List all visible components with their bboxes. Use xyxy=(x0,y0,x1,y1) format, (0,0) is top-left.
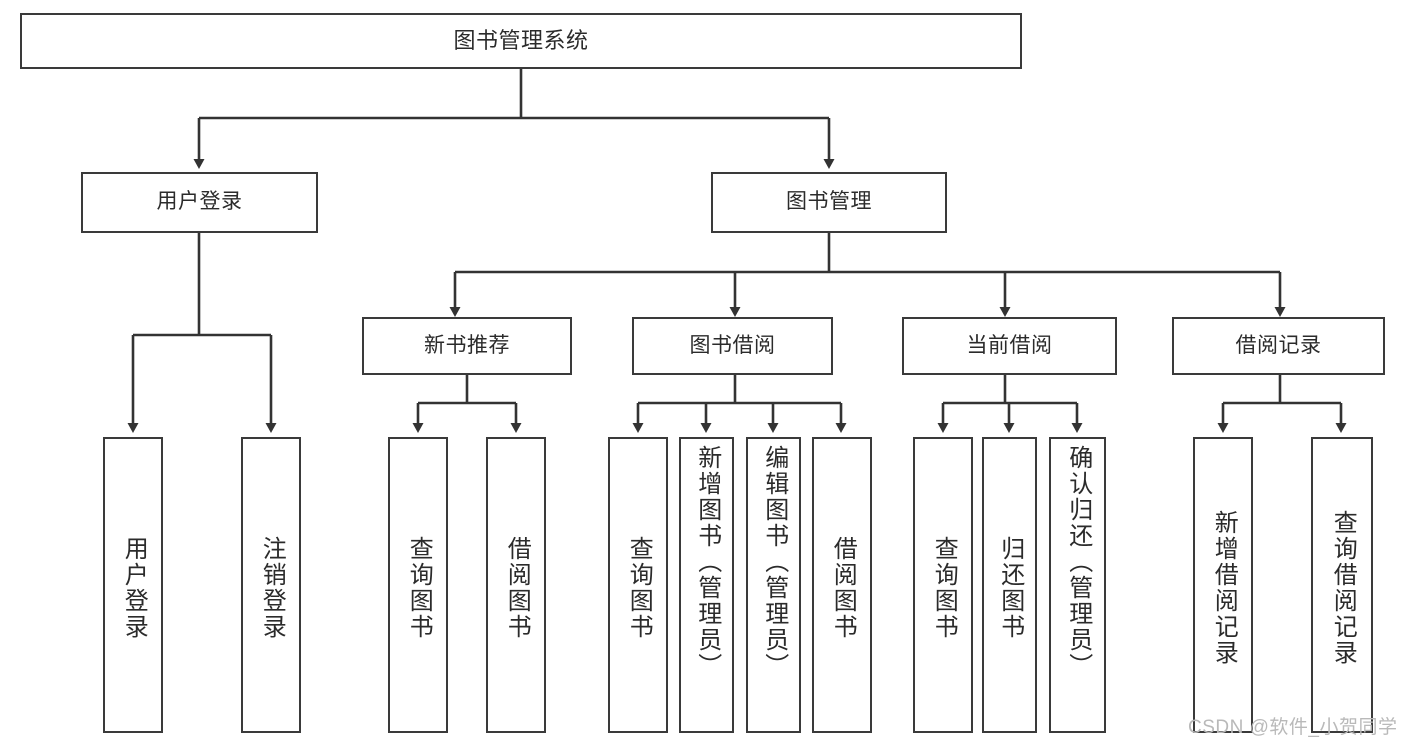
node-leaf-query-book-2[interactable]: 查询图书 xyxy=(608,437,668,733)
node-borrow-record-label: 借阅记录 xyxy=(1235,333,1322,357)
node-leaf-query-book-1[interactable]: 查询图书 xyxy=(388,437,448,733)
node-leaf-query-book-3[interactable]: 查询图书 xyxy=(913,437,973,733)
node-leaf-query-record-label: 查询借阅记录 xyxy=(1329,510,1357,666)
node-book-manage[interactable]: 图书管理 xyxy=(711,172,947,233)
node-leaf-user-login[interactable]: 用户登录 xyxy=(103,437,163,733)
node-leaf-add-record-label: 新增借阅记录 xyxy=(1210,510,1238,666)
node-leaf-add-record[interactable]: 新增借阅记录 xyxy=(1193,437,1253,733)
node-current-borrow-label: 当前借阅 xyxy=(966,333,1053,357)
node-leaf-borrow-book-1-label: 借阅图书 xyxy=(503,536,531,640)
node-leaf-confirm-return-label: 确认归还（管理员） xyxy=(1064,445,1092,679)
node-leaf-user-logout[interactable]: 注销登录 xyxy=(241,437,301,733)
node-leaf-return-book[interactable]: 归还图书 xyxy=(982,437,1037,733)
node-leaf-query-record[interactable]: 查询借阅记录 xyxy=(1311,437,1373,733)
node-leaf-edit-book-label: 编辑图书（管理员） xyxy=(760,445,788,679)
node-current-borrow[interactable]: 当前借阅 xyxy=(902,317,1117,375)
node-leaf-user-login-label: 用户登录 xyxy=(120,536,148,640)
node-new-book-rec-label: 新书推荐 xyxy=(424,333,510,357)
node-leaf-edit-book[interactable]: 编辑图书（管理员） xyxy=(746,437,801,733)
node-leaf-add-book-label: 新增图书（管理员） xyxy=(693,445,721,679)
node-leaf-borrow-book-2[interactable]: 借阅图书 xyxy=(812,437,872,733)
node-leaf-return-book-label: 归还图书 xyxy=(996,536,1024,640)
node-book-borrow[interactable]: 图书借阅 xyxy=(632,317,833,375)
node-leaf-user-logout-label: 注销登录 xyxy=(258,536,286,640)
node-book-manage-label: 图书管理 xyxy=(786,190,872,214)
watermark: CSDN @软件_小贺同学 xyxy=(1188,717,1398,738)
node-root[interactable]: 图书管理系统 xyxy=(20,13,1022,69)
node-borrow-record[interactable]: 借阅记录 xyxy=(1172,317,1385,375)
node-leaf-confirm-return[interactable]: 确认归还（管理员） xyxy=(1049,437,1106,733)
node-leaf-add-book[interactable]: 新增图书（管理员） xyxy=(679,437,734,733)
node-leaf-query-book-3-label: 查询图书 xyxy=(930,536,958,640)
node-root-label: 图书管理系统 xyxy=(453,28,589,54)
node-new-book-rec[interactable]: 新书推荐 xyxy=(362,317,572,375)
node-user-login[interactable]: 用户登录 xyxy=(81,172,318,233)
node-leaf-borrow-book-2-label: 借阅图书 xyxy=(829,536,857,640)
node-user-login-label: 用户登录 xyxy=(156,190,243,214)
node-leaf-query-book-1-label: 查询图书 xyxy=(405,536,433,640)
node-leaf-borrow-book-1[interactable]: 借阅图书 xyxy=(486,437,546,733)
node-leaf-query-book-2-label: 查询图书 xyxy=(625,536,653,640)
node-book-borrow-label: 图书借阅 xyxy=(689,333,776,357)
